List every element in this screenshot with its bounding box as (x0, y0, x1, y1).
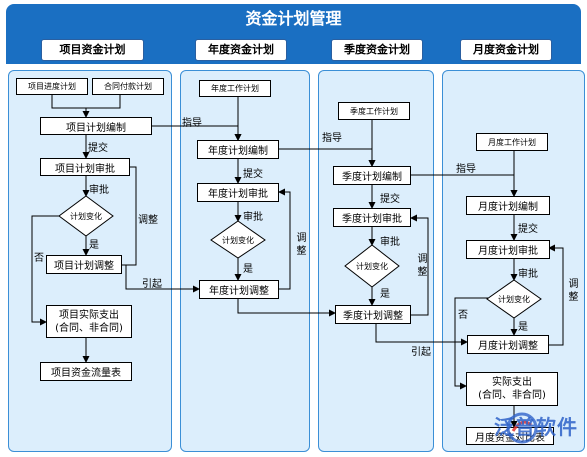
label-no-month: 否 (458, 310, 468, 321)
column-header-annual: 年度资金计划 (195, 39, 287, 61)
label-guide-3: 指导 (456, 164, 476, 175)
decision-diamond-month (486, 279, 542, 319)
project-actual-subtitle: (合同、非合同) (55, 322, 123, 334)
decision-diamond-annual (210, 220, 266, 259)
label-submit-quarter: 提交 (380, 194, 400, 205)
box-project-actual-spend: 项目实际支出 (合同、非合同) (46, 305, 132, 338)
box-quarter-plan-compile: 季度计划编制 (333, 166, 411, 185)
box-quarter-work-plan: 季度工作计划 (338, 102, 410, 120)
label-trigger-1: 引起 (142, 279, 162, 290)
month-actual-subtitle: (合同、非合同) (478, 390, 546, 401)
decision-diamond-project (58, 195, 114, 237)
box-month-work-plan: 月度工作计划 (476, 133, 548, 151)
label-approve-annual: 审批 (243, 212, 263, 223)
box-contract-payment-plan: 合同付款计划 (92, 78, 164, 95)
decision-label-month: 计划变化 (498, 295, 530, 304)
box-month-plan-approve: 月度计划审批 (466, 240, 550, 259)
label-adjust-quarter: 调整 (415, 253, 426, 279)
label-yes-quarter: 是 (380, 289, 390, 300)
label-approve-project: 审批 (89, 185, 109, 196)
box-project-plan-adjust: 项目计划调整 (46, 255, 122, 274)
label-adjust-project: 调整 (138, 215, 158, 226)
box-project-progress-plan: 项目进度计划 (16, 78, 88, 95)
label-approve-month: 审批 (518, 269, 538, 280)
panel-annual (180, 70, 310, 452)
box-annual-plan-adjust: 年度计划调整 (199, 280, 279, 299)
title-bar: 资金计划管理 (6, 4, 581, 34)
box-annual-work-plan: 年度工作计划 (199, 80, 271, 97)
column-header-quarter: 季度资金计划 (331, 39, 423, 61)
column-header-project: 项目资金计划 (41, 39, 144, 61)
month-actual-title: 实际支出 (492, 377, 532, 388)
box-quarter-plan-adjust: 季度计划调整 (335, 305, 411, 324)
label-adjust-annual: 调整 (294, 232, 305, 258)
label-guide-1: 指导 (182, 118, 202, 129)
brand-logo-text: 泛普软件 (494, 415, 578, 439)
label-no-project: 否 (34, 253, 44, 264)
label-submit-annual: 提交 (243, 169, 263, 180)
box-project-plan-approve: 项目计划审批 (40, 158, 130, 176)
label-trigger-2: 引起 (411, 347, 431, 358)
label-yes-annual: 是 (243, 264, 253, 275)
label-yes-month: 是 (518, 322, 528, 333)
label-yes-project: 是 (89, 240, 99, 251)
box-project-cashflow: 项目资金流量表 (40, 362, 132, 381)
label-guide-2: 指导 (322, 133, 342, 144)
label-adjust-month: 调整 (566, 278, 577, 304)
brand-logo-icon (506, 412, 538, 444)
decision-label-annual: 计划变化 (222, 236, 254, 245)
project-actual-title: 项目实际支出 (59, 309, 119, 321)
label-submit-project: 提交 (88, 143, 108, 154)
page-title: 资金计划管理 (245, 9, 342, 28)
label-submit-month: 提交 (518, 224, 538, 235)
box-month-plan-compile: 月度计划编制 (466, 196, 550, 215)
label-approve-quarter: 审批 (380, 237, 400, 248)
decision-label-quarter: 计划变化 (356, 262, 388, 271)
box-month-plan-adjust: 月度计划调整 (467, 335, 549, 354)
box-annual-plan-compile: 年度计划编制 (197, 140, 279, 159)
decision-diamond-quarter (344, 244, 400, 288)
column-header-month: 月度资金计划 (460, 39, 552, 61)
box-month-actual-spend: 实际支出 (合同、非合同) (466, 372, 558, 406)
decision-label-project: 计划变化 (70, 212, 102, 221)
box-project-plan-compile: 项目计划编制 (40, 117, 152, 135)
box-annual-plan-approve: 年度计划审批 (197, 183, 279, 202)
box-quarter-plan-approve: 季度计划审批 (333, 208, 411, 227)
